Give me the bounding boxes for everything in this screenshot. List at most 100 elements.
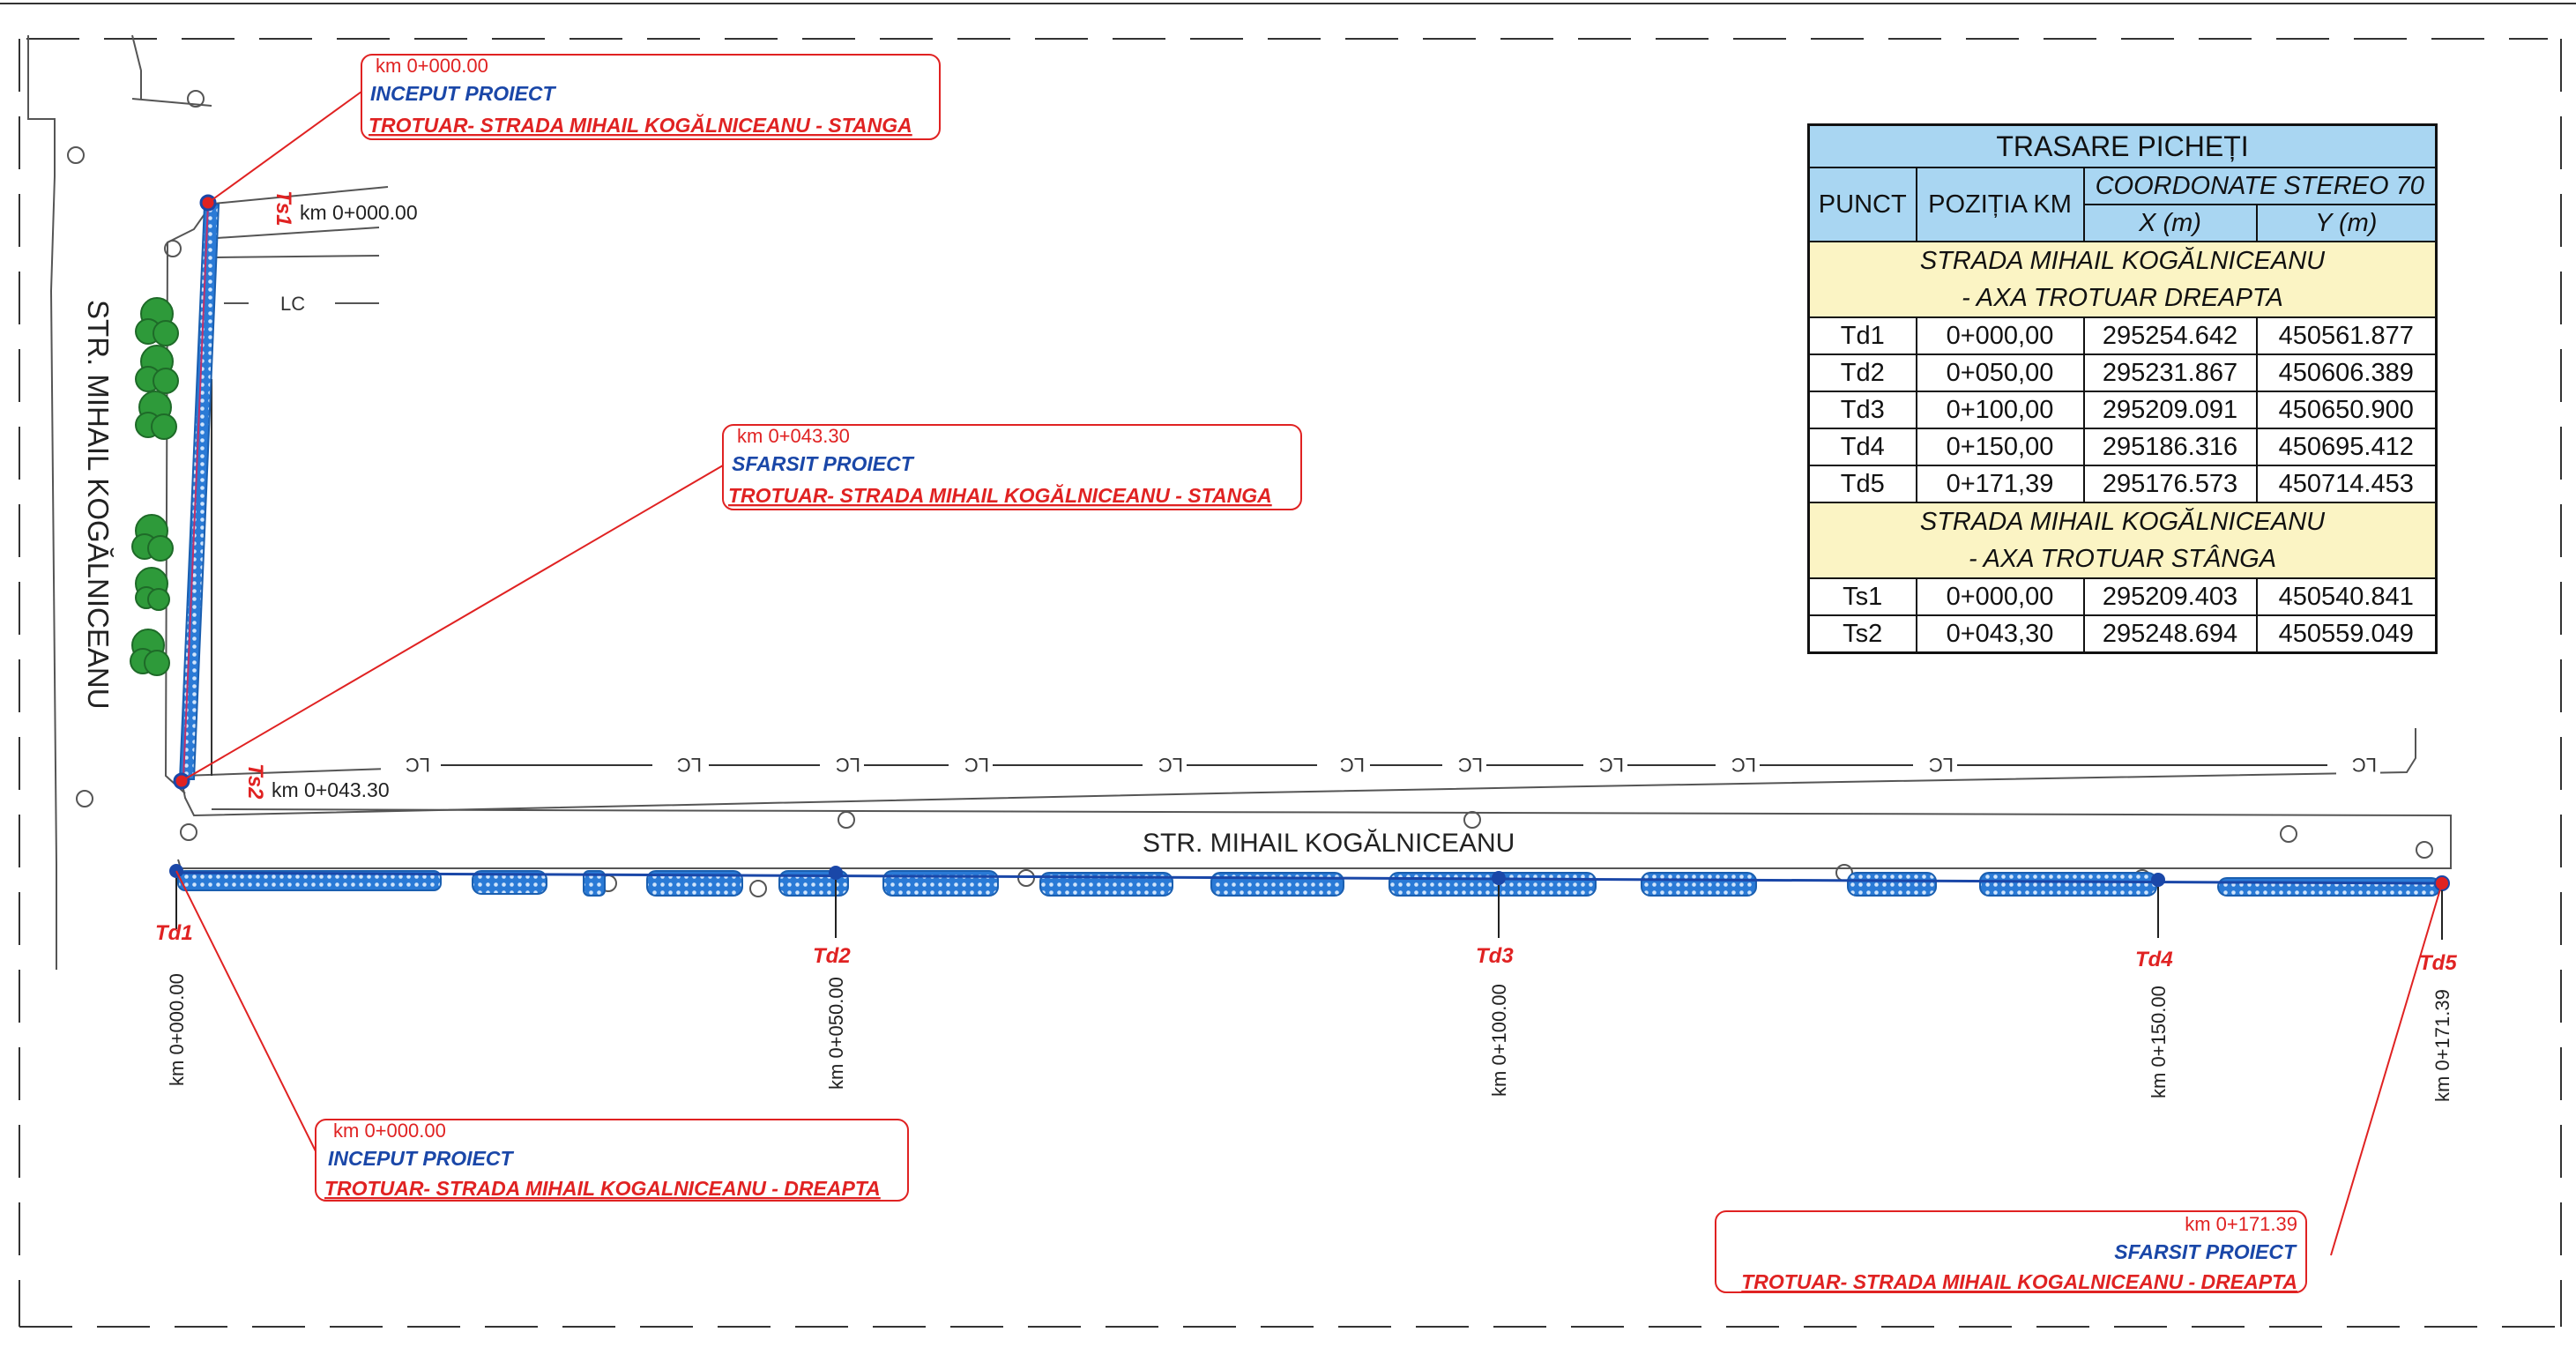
cell-km: 0+050,00	[1915, 353, 2085, 392]
svg-text:LC: LC	[836, 754, 860, 776]
picket-td3: Td3 km 0+100.00	[1476, 871, 1514, 1097]
callout-2-km: km 0+043.30	[737, 425, 850, 447]
table-row: Ts2 0+043,30 295248.694 450559.049	[1807, 614, 2438, 654]
cell-punct: Td5	[1807, 465, 1917, 503]
section-stanga-line1: STRADA MIHAIL KOGĂLNICEANU	[1919, 508, 2326, 536]
cell-x: 295231.867	[2082, 353, 2258, 392]
cell-punct: Ts1	[1807, 577, 1917, 616]
td5-km: km 0+171.39	[2431, 989, 2453, 1102]
table-title: TRASARE PICHEȚI	[1807, 123, 2438, 168]
lc-markers: LC LC LC LC LC LC LC LC LC LC LC LC	[279, 293, 2380, 776]
cell-x: 295186.316	[2082, 428, 2258, 466]
callout-4-status: SFARSIT PROIECT	[2114, 1240, 2297, 1263]
picket-td5: Td5 km 0+171.39	[2419, 875, 2457, 1102]
cell-y: 450559.049	[2255, 614, 2438, 654]
callout-4-desc: TROTUAR- STRADA MIHAIL KOGALNICEANU - DR…	[1741, 1270, 2297, 1293]
callout-2-desc: TROTUAR- STRADA MIHAIL KOGĂLNICEANU - ST…	[728, 483, 1272, 507]
td4-label: Td4	[2135, 948, 2173, 971]
callout-3-desc: TROTUAR- STRADA MIHAIL KOGALNICEANU - DR…	[324, 1177, 881, 1200]
cell-y: 450606.389	[2255, 353, 2438, 392]
callout-1-status: INCEPUT PROIECT	[370, 82, 557, 105]
table-row: Td1 0+000,00 295254.642 450561.877	[1807, 316, 2438, 355]
svg-text:LC: LC	[1458, 754, 1483, 776]
callout-1-km: km 0+000.00	[376, 55, 488, 77]
cell-km: 0+171,39	[1915, 465, 2085, 503]
callout-2-status: SFARSIT PROIECT	[732, 452, 915, 475]
right-sidewalk-axis	[175, 871, 2441, 885]
td2-label: Td2	[813, 944, 851, 968]
picket-td2: Td2 km 0+050.00	[813, 866, 851, 1090]
cell-x: 295176.573	[2082, 465, 2258, 503]
ts1-label: Ts1	[272, 190, 295, 226]
cell-x: 295209.403	[2082, 577, 2258, 616]
picket-td1: Td1 km 0+000.00	[155, 864, 193, 1086]
section-dreapta-line2: - AXA TROTUAR DREAPTA	[1962, 284, 2283, 312]
td4-km: km 0+150.00	[2148, 986, 2170, 1098]
cell-punct: Ts2	[1807, 614, 1917, 654]
svg-text:LC: LC	[1158, 754, 1183, 776]
td3-label: Td3	[1476, 944, 1514, 968]
cell-x: 295248.694	[2082, 614, 2258, 654]
cell-punct: Td1	[1807, 316, 1917, 355]
td3-km: km 0+100.00	[1488, 984, 1510, 1097]
callout-3-status: INCEPUT PROIECT	[328, 1147, 515, 1170]
callout-leaders	[175, 91, 2443, 1256]
cell-punct: Td3	[1807, 391, 1917, 429]
td5-label: Td5	[2419, 951, 2457, 975]
ts2-km: km 0+043.30	[272, 778, 390, 801]
cell-km: 0+100,00	[1915, 391, 2085, 429]
callout-3-km: km 0+000.00	[333, 1120, 446, 1142]
svg-text:LC: LC	[406, 754, 430, 776]
cell-y: 450540.841	[2255, 577, 2438, 616]
col-punct-header: PUNCT	[1807, 167, 1917, 242]
cell-y: 450650.900	[2255, 391, 2438, 429]
col-x-header: X (m)	[2082, 204, 2258, 242]
col-pozitia-header: POZIȚIA KM	[1915, 167, 2085, 242]
left-sidewalk-axis	[182, 204, 209, 780]
background-linework	[27, 34, 2452, 970]
td1-km: km 0+000.00	[166, 973, 188, 1086]
svg-text:LC: LC	[964, 754, 989, 776]
cell-km: 0+000,00	[1915, 316, 2085, 355]
svg-text:LC: LC	[2352, 754, 2377, 776]
svg-text:LC: LC	[1340, 754, 1365, 776]
callout-end-right: km 0+171.39 SFARSIT PROIECT TROTUAR- STR…	[1715, 1210, 2307, 1293]
callout-1-desc: TROTUAR- STRADA MIHAIL KOGĂLNICEANU - ST…	[369, 113, 912, 137]
svg-text:LC: LC	[1731, 754, 1756, 776]
tree-row	[130, 297, 179, 676]
callout-end-left: km 0+043.30 SFARSIT PROIECT TROTUAR- STR…	[722, 424, 1302, 510]
lc-lines	[211, 379, 2327, 776]
ts1-km: km 0+000.00	[300, 201, 418, 224]
cell-y: 450695.412	[2255, 428, 2438, 466]
cell-y: 450714.453	[2255, 465, 2438, 503]
sheet-frame	[0, 3, 2576, 1328]
table-row: Td2 0+050,00 295231.867 450606.389	[1807, 353, 2438, 392]
cell-km: 0+000,00	[1915, 577, 2085, 616]
col-coord-header: COORDONATE STEREO 70	[2082, 167, 2438, 205]
cell-km: 0+043,30	[1915, 614, 2085, 654]
col-y-header: Y (m)	[2255, 204, 2438, 242]
table-row: Td3 0+100,00 295209.091 450650.900	[1807, 391, 2438, 429]
svg-text:LC: LC	[1929, 754, 1954, 776]
svg-text:LC: LC	[677, 754, 702, 776]
callout-start-right: km 0+000.00 INCEPUT PROIECT TROTUAR- STR…	[315, 1119, 909, 1202]
picket-coordinates-table: TRASARE PICHEȚI PUNCT POZIȚIA KM COORDON…	[1807, 123, 2438, 654]
cell-x: 295254.642	[2082, 316, 2258, 355]
cell-punct: Td4	[1807, 428, 1917, 466]
cell-x: 295209.091	[2082, 391, 2258, 429]
callout-4-km: km 0+171.39	[2185, 1213, 2297, 1235]
td1-label: Td1	[155, 921, 193, 945]
left-sidewalk	[178, 204, 220, 780]
horizontal-street-name: STR. MIHAIL KOGĂLNICEANU	[1143, 829, 1515, 858]
lc-marker-label: LC	[280, 293, 305, 315]
section-dreapta-line1: STRADA MIHAIL KOGĂLNICEANU	[1919, 247, 2326, 275]
cell-y: 450561.877	[2255, 316, 2438, 355]
cell-km: 0+150,00	[1915, 428, 2085, 466]
ts2-label: Ts2	[243, 763, 267, 800]
svg-text:LC: LC	[1599, 754, 1624, 776]
picket-table-container: TRASARE PICHEȚI PUNCT POZIȚIA KM COORDON…	[1807, 123, 2438, 654]
section-stanga-line2: - AXA TROTUAR STÂNGA	[1968, 545, 2277, 573]
table-row: Td5 0+171,39 295176.573 450714.453	[1807, 465, 2438, 503]
picket-td4: Td4 km 0+150.00	[2135, 873, 2173, 1098]
